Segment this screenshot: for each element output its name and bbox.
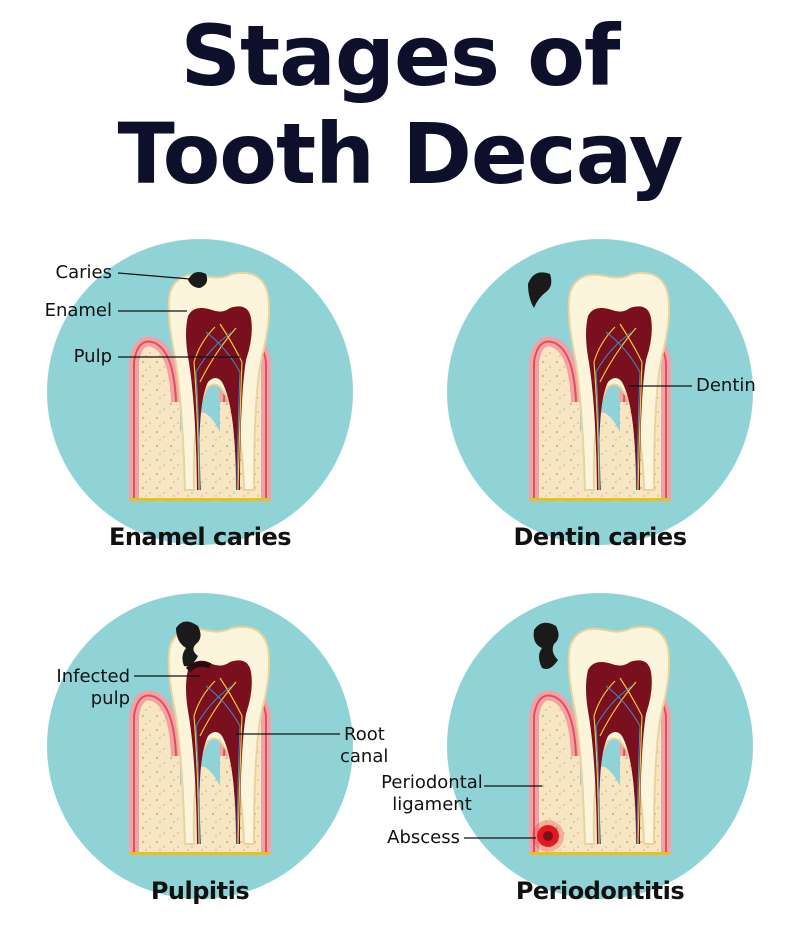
stage-title: Pulpitis: [150, 877, 250, 905]
label-caries: Caries: [55, 262, 112, 283]
panel-enamel-caries: Caries Enamel Pulp Enamel caries: [0, 232, 400, 572]
stage-title: Dentin caries: [513, 523, 687, 551]
panel-pulpitis: Infected pulp Root canal Pulpitis: [0, 586, 400, 926]
label-pulp: Pulp: [73, 346, 112, 367]
tooth-illustration: [47, 239, 353, 545]
label-root-canal-line-1: Root: [344, 724, 385, 745]
panel-dentin-caries: Dentin Dentin caries: [400, 232, 800, 572]
stage-title: Periodontitis: [515, 877, 685, 905]
panel-periodontitis: Periodontal ligament Abscess Periodontit…: [381, 586, 800, 926]
tooth-illustration: [447, 239, 753, 545]
caries-spot: [188, 272, 208, 288]
page-title-line-2: Tooth Decay: [117, 105, 683, 203]
label-infected-pulp-line-1: Infected: [56, 666, 130, 687]
label-dentin: Dentin: [696, 375, 756, 396]
caries-spot: [176, 621, 201, 667]
page-title-line-1: Stages of: [180, 7, 621, 105]
tooth-illustration: [447, 593, 753, 899]
label-periodontal-ligament-line-1: Periodontal: [381, 772, 483, 793]
label-enamel: Enamel: [44, 300, 112, 321]
caries-spot: [533, 622, 559, 669]
label-infected-pulp-line-2: pulp: [90, 688, 130, 709]
stage-title: Enamel caries: [108, 523, 292, 551]
caries-spot: [528, 272, 552, 308]
label-abscess: Abscess: [387, 827, 460, 848]
label-root-canal-line-2: canal: [340, 746, 389, 767]
tooth-illustration: [47, 593, 353, 899]
label-periodontal-ligament-line-2: ligament: [392, 794, 472, 815]
